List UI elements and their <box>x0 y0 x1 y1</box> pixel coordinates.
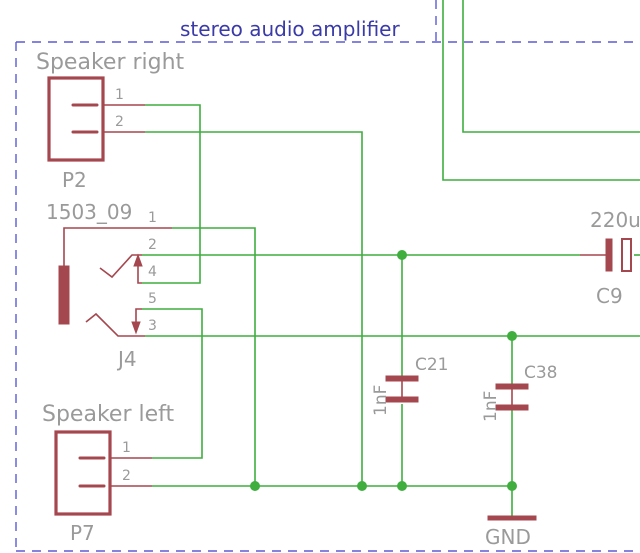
j4-pin1: 1 <box>148 210 157 226</box>
capacitor-c21[interactable]: C21 1nF <box>371 355 449 416</box>
c38-value: 1nF <box>481 391 501 422</box>
j4-value: 1503_09 <box>46 200 132 224</box>
j4-pin2: 2 <box>148 237 157 253</box>
connector-p2[interactable]: Speaker right 1 2 P2 <box>36 50 185 192</box>
p7-ref: P7 <box>70 521 95 545</box>
c21-value: 1nF <box>371 385 391 416</box>
p2-ref: P2 <box>62 168 87 192</box>
gnd-label: GND <box>485 525 531 549</box>
junction-c21-top <box>397 250 407 260</box>
p7-pin2: 2 <box>122 468 131 484</box>
j4-pin3: 3 <box>148 318 157 334</box>
c21-ref: C21 <box>415 355 449 375</box>
j4-ref: J4 <box>116 347 137 371</box>
block-title: stereo audio amplifier <box>180 17 400 41</box>
p7-title: Speaker left <box>42 402 174 427</box>
junction-c38-top <box>507 331 517 341</box>
j4-pin4: 4 <box>148 264 157 280</box>
p7-pin1: 1 <box>122 440 131 456</box>
p2-title: Speaker right <box>36 50 185 75</box>
block-frame <box>15 0 640 553</box>
connector-p7[interactable]: Speaker left 1 2 P7 <box>42 402 174 545</box>
p2-pin1: 1 <box>115 87 124 103</box>
capacitor-c9[interactable]: 220u C9 <box>580 208 640 308</box>
p2-pin2: 2 <box>115 114 124 130</box>
junction-bus-3 <box>397 481 407 491</box>
junction-bus-2 <box>357 481 367 491</box>
c9-value: 220u <box>590 208 640 232</box>
jack-j4[interactable]: 1503_09 1 2 4 5 3 J4 <box>46 200 172 371</box>
c9-ref: C9 <box>596 284 623 308</box>
junction-bus-4 <box>507 481 517 491</box>
j4-pin5: 5 <box>148 291 157 307</box>
junctions <box>250 250 517 491</box>
capacitor-c38[interactable]: C38 1nF <box>481 363 558 422</box>
wires <box>142 0 640 516</box>
junction-bus-1 <box>250 481 260 491</box>
gnd-symbol[interactable]: GND <box>485 515 537 549</box>
c38-ref: C38 <box>524 363 558 383</box>
